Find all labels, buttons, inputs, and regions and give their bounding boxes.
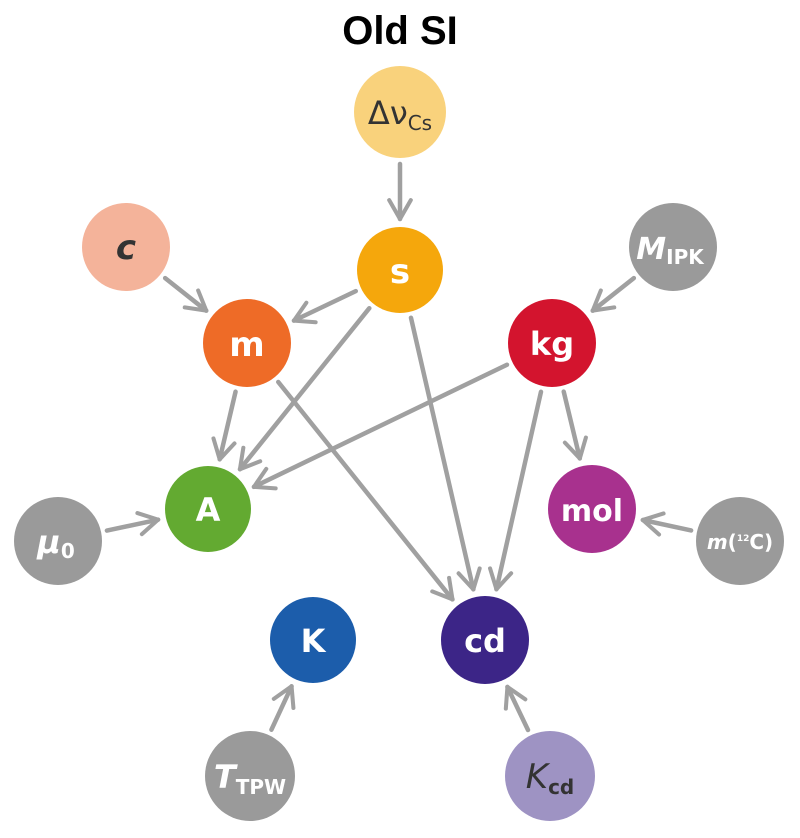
edge-m-to-a xyxy=(211,389,238,462)
node-t-tpw-circle xyxy=(205,731,295,821)
node-dnu-cs-circle xyxy=(354,66,446,158)
svg-text:ΔνCs: ΔνCs xyxy=(368,94,432,135)
node-c-circle xyxy=(82,203,170,291)
node-c: c xyxy=(82,203,170,291)
svg-text:MIPK: MIPK xyxy=(636,232,705,269)
edge-s-to-m xyxy=(291,288,359,325)
node-k-cd: Kcd xyxy=(505,731,595,821)
node-kg: kg xyxy=(508,299,596,387)
edge-kg-to-mol xyxy=(561,389,588,461)
edge-mu0-to-a xyxy=(104,510,161,537)
node-m12c-open: ( xyxy=(728,530,737,554)
svg-text:μ0: μ0 xyxy=(36,523,74,563)
node-m12c-symbol: m xyxy=(707,530,728,554)
node-t-tpw: TTPW xyxy=(205,731,295,821)
node-k-cd-symbol: K xyxy=(526,757,551,797)
node-m12c-close: ) xyxy=(764,530,773,554)
node-m12c-element: C xyxy=(749,530,764,554)
node-m-circle xyxy=(203,299,291,387)
node-k-circle xyxy=(270,597,356,683)
edge-s-to-cd xyxy=(408,315,482,592)
edge-kg-to-a xyxy=(251,362,510,491)
edge-t_tpw-to-k xyxy=(269,684,296,732)
node-cd: cd xyxy=(441,596,529,684)
node-s: s xyxy=(357,227,443,313)
node-a-label: A xyxy=(196,491,221,529)
node-mol: mol xyxy=(548,465,636,553)
node-cd-circle xyxy=(441,596,529,684)
node-m-ipk-subscript: IPK xyxy=(666,245,705,269)
node-t-tpw-symbol: T xyxy=(214,758,238,796)
node-c-symbol: c xyxy=(116,228,136,268)
node-mol-label: mol xyxy=(561,494,623,529)
node-m-ipk-circle xyxy=(629,203,717,291)
node-mu0: μ0 xyxy=(14,497,102,585)
node-k: K xyxy=(270,597,356,683)
node-m-label: m xyxy=(229,325,264,365)
node-a: A xyxy=(165,466,251,552)
node-k-label: K xyxy=(301,622,327,660)
node-dnu-cs-symbol: Δν xyxy=(368,94,408,132)
edges-layer xyxy=(104,161,694,733)
edge-kg-to-cd xyxy=(488,389,544,592)
node-m12c: m(12C) xyxy=(696,497,784,585)
node-k-cd-subscript: cd xyxy=(548,775,574,799)
svg-text:Kcd: Kcd xyxy=(526,757,574,799)
node-dnu-cs: ΔνCs xyxy=(354,66,446,158)
edge-k_cd-to-cd xyxy=(503,684,531,733)
node-mu0-subscript: 0 xyxy=(61,539,75,563)
node-k-cd-circle xyxy=(505,731,595,821)
node-m-ipk: MIPK xyxy=(629,203,717,291)
node-a-circle xyxy=(165,466,251,552)
edge-m_ipk-to-kg xyxy=(590,275,637,313)
node-t-tpw-subscript: TPW xyxy=(236,775,286,799)
diagram-title: Old SI xyxy=(342,9,458,53)
edge-m-to-cd xyxy=(276,379,455,602)
node-cd-label: cd xyxy=(464,622,506,660)
edge-c-to-m xyxy=(162,275,209,313)
node-m-ipk-symbol: M xyxy=(636,232,666,267)
node-m12c-superscript: 12 xyxy=(737,534,750,544)
node-dnu-cs-subscript: Cs xyxy=(408,111,432,135)
node-kg-label: kg xyxy=(530,325,574,363)
node-mu0-circle xyxy=(14,497,102,585)
node-kg-circle xyxy=(508,299,596,387)
node-m12c-circle xyxy=(696,497,784,585)
node-m: m xyxy=(203,299,291,387)
edge-s-to-a xyxy=(237,305,372,472)
node-mol-circle xyxy=(548,465,636,553)
svg-text:m(12C): m(12C) xyxy=(707,530,773,554)
node-s-label: s xyxy=(390,252,410,292)
node-mu0-symbol: μ xyxy=(36,523,61,561)
node-s-circle xyxy=(357,227,443,313)
edge-m12c-to-mol xyxy=(640,511,694,537)
svg-text:TTPW: TTPW xyxy=(214,758,286,799)
